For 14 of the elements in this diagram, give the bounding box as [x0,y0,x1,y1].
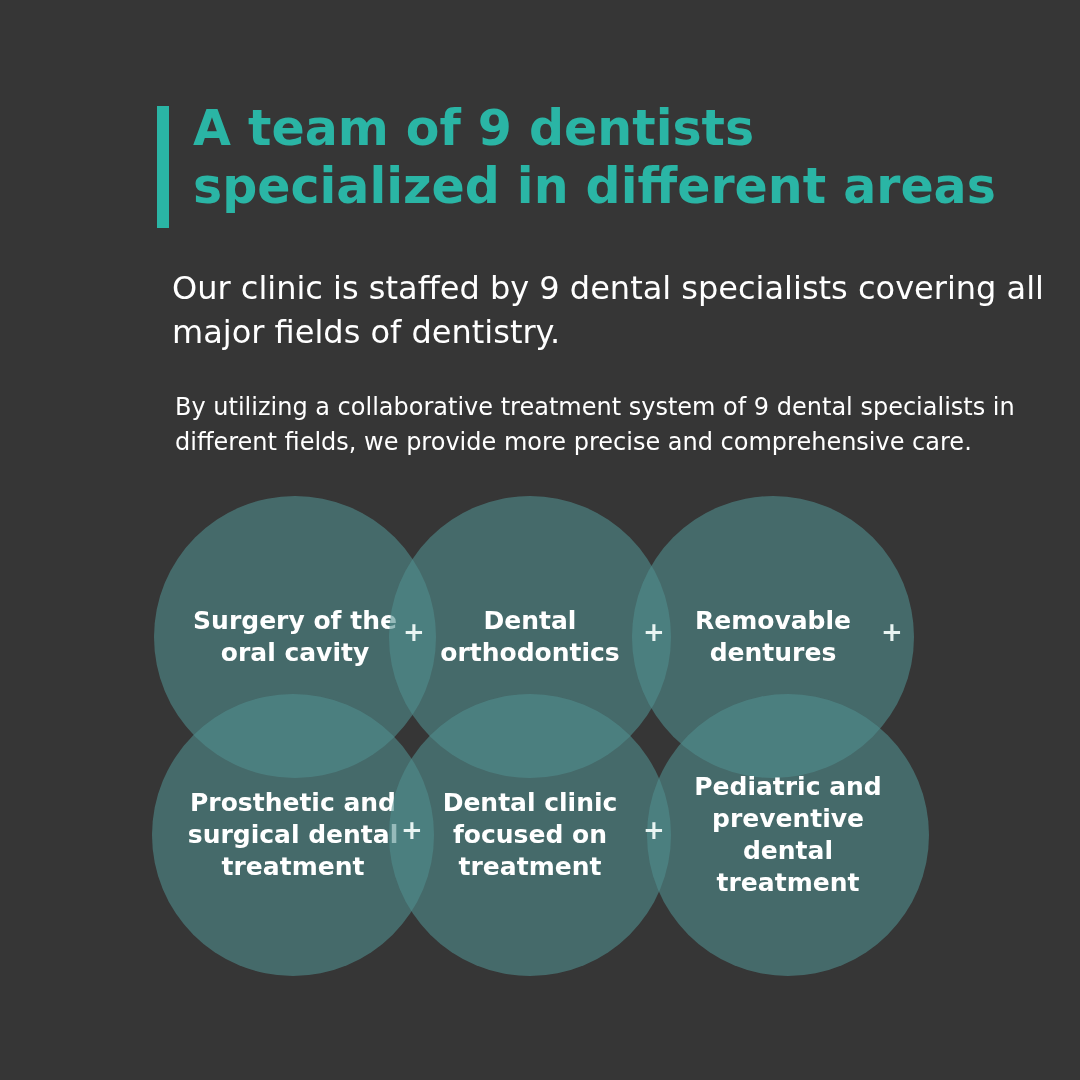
specialty-label: Surgery of the oral cavity [192,605,398,669]
subheading: Our clinic is staffed by 9 dental specialists covering all major fields of dentistry. [172,268,1045,353]
plus-sign: + [881,617,903,647]
specialty-label: Dental clinic focused on treatment [441,787,619,883]
plus-sign: + [403,617,425,647]
specialty-label: Removable dentures [694,605,852,669]
title: A team of 9 dentists specialized in different areas [193,100,997,216]
plus-sign: + [643,617,665,647]
specialty-label: Dental orthodontics [439,605,621,669]
specialty-label: Pediatric and preventive dental treatment [693,771,883,899]
plus-sign: + [643,815,665,845]
specialty-label: Prosthetic and surgical dental treatment [186,787,400,883]
body-text: By utilizing a collaborative treatment system of 9 dental specialists in different fields, we provide more precise and comprehensive care. [175,392,1016,458]
plus-sign: + [401,815,423,845]
